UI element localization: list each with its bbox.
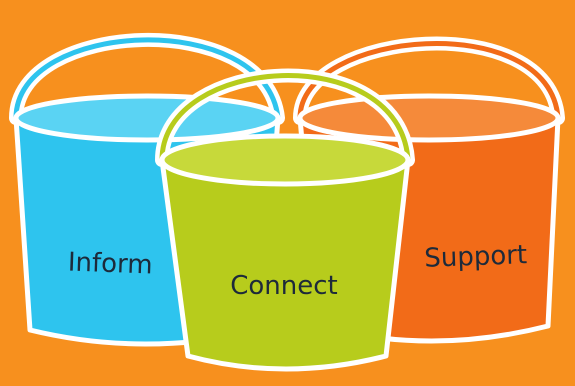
bucket-support-handle-inner xyxy=(297,41,561,121)
bucket-inform-label: Inform xyxy=(67,248,153,281)
bucket-support-label: Support xyxy=(424,240,528,274)
bucket-connect-label: Connect xyxy=(230,271,338,301)
bucket-inform-rim xyxy=(13,93,281,143)
bucket-support-rim xyxy=(297,93,561,143)
bucket-connect-handle-inner xyxy=(159,73,411,163)
bucket-connect-rim xyxy=(159,133,411,187)
bucket-connect: Connect xyxy=(155,68,415,372)
bucket-connect-body xyxy=(159,157,411,372)
